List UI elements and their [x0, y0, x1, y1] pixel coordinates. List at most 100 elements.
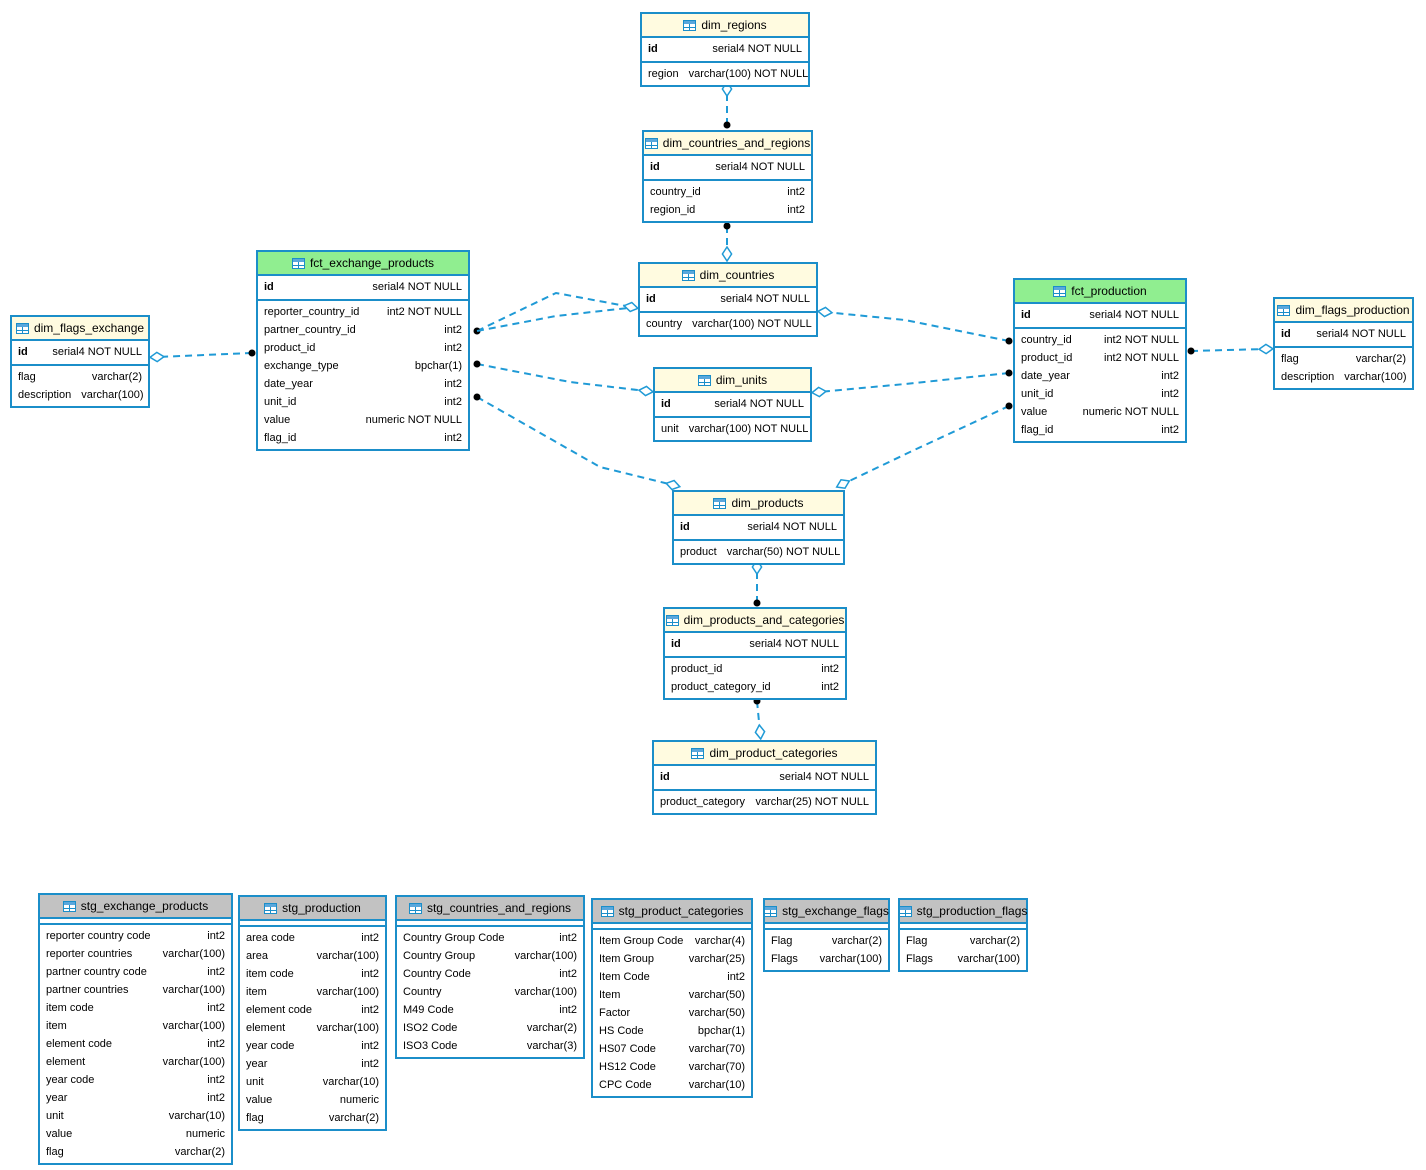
table-header[interactable]: dim_products_and_categories [665, 609, 845, 633]
table-header[interactable]: dim_flags_production [1275, 299, 1412, 323]
table-header[interactable]: dim_units [655, 369, 810, 393]
table-header[interactable]: dim_countries_and_regions [644, 132, 811, 156]
relation-fct_production-dim_countries[interactable] [824, 311, 1010, 342]
table-header[interactable]: dim_countries [640, 264, 816, 288]
relation-fct_exchange_products-dim_units[interactable] [476, 363, 647, 392]
table-header[interactable]: stg_product_categories [593, 900, 751, 924]
table-header[interactable]: dim_products [674, 492, 843, 516]
table-header[interactable]: dim_product_categories [654, 742, 875, 766]
table-header[interactable]: fct_production [1015, 280, 1185, 304]
relation-fct_production-dim_flags_production[interactable] [1190, 348, 1267, 352]
relation-fct_production-dim_products[interactable] [842, 405, 1010, 485]
table-header[interactable]: fct_exchange_products [258, 252, 468, 276]
table-stg_exchange_products[interactable]: stg_exchange_products reporter country co… [38, 893, 233, 1165]
table-header[interactable]: stg_production_flags [898, 900, 1027, 924]
table-header[interactable]: stg_exchange_products [40, 895, 231, 919]
table-header[interactable]: dim_flags_exchange [12, 317, 148, 341]
table-header[interactable]: stg_production [240, 897, 385, 921]
